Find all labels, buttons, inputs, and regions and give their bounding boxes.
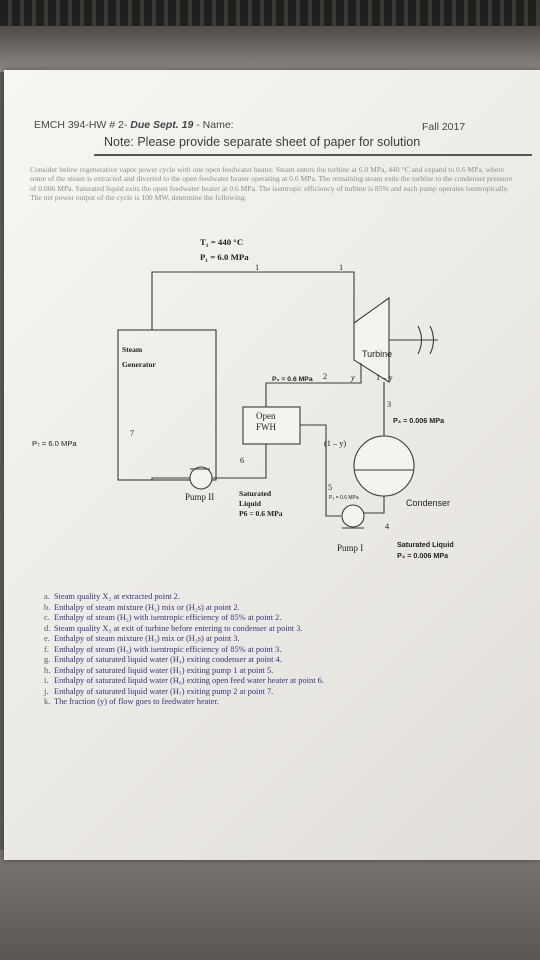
sat-liquid-4-label: Saturated Liquid	[397, 540, 454, 549]
condenser-circle	[353, 435, 415, 497]
state-7: 7	[130, 429, 135, 438]
state-1a: 1	[255, 263, 260, 272]
state-2: 2	[323, 372, 328, 381]
cycle-diagram	[117, 271, 438, 529]
question-c: c.Enthalpy of steam (H₂) with isentropic…	[44, 613, 282, 622]
name-label: - Name:	[196, 119, 234, 131]
state-5: 5	[328, 483, 333, 492]
assignment-title: EMCH 394-HW # 2- Due Sept. 19 - Name:	[34, 119, 234, 131]
state-1b: 1	[339, 263, 344, 272]
question-f: f.Enthalpy of steam (H₃) with isentropic…	[44, 644, 282, 654]
line-4	[364, 496, 385, 514]
p7-label: P₇ = 6.0 MPa	[32, 439, 77, 448]
pump-i-label: Pump I	[337, 543, 364, 553]
question-e: e.Enthalpy of steam mixture (H₃) mix or …	[44, 634, 240, 643]
condenser-label: Condenser	[406, 498, 451, 508]
saturated-label: Saturated	[239, 489, 272, 498]
question-h: h.Enthalpy of saturated liquid water (H₅…	[44, 665, 274, 675]
pump-ii-circle	[189, 466, 213, 490]
p3-label: P₃ = 0.006 MPa	[393, 416, 445, 425]
open-label: Open	[256, 411, 276, 421]
question-g: g.Enthalpy of saturated liquid water (H₄…	[44, 655, 282, 664]
t1-label: T₁ = 440 °C	[200, 237, 244, 247]
course-code: EMCH 394-HW # 2-	[34, 119, 128, 131]
question-k: k.The fraction (y) of flow goes to feedw…	[44, 697, 219, 706]
one-minus-y-line: (1 – y)	[324, 439, 347, 448]
steam-label: Steam	[122, 345, 143, 354]
p1-label: P₁ = 6.0 MPa	[200, 252, 249, 262]
turbine-shape	[353, 296, 390, 383]
y-fraction: y	[351, 373, 355, 382]
pump-i-circle	[341, 504, 365, 528]
p6-label: P6 = 0.6 MPa	[239, 509, 283, 518]
state-6: 6	[240, 456, 245, 465]
generator-label: Generator	[122, 360, 156, 369]
question-j: j.Enthalpy of saturated liquid water (H₇…	[44, 686, 274, 696]
question-b: b.Enthalpy of steam mixture (H₂) mix or …	[44, 602, 240, 612]
turbine-label: Turbine	[362, 349, 393, 359]
question-a: a.Steam quality X₂ at extracted point 2.	[44, 592, 180, 601]
term-label: Fall 2017	[422, 121, 466, 133]
state-3: 3	[387, 400, 392, 409]
homework-sheet: EMCH 394-HW # 2- Due Sept. 19 - Name: Fa…	[4, 70, 540, 860]
due-date: Due Sept. 19	[130, 119, 194, 131]
header-rule	[94, 154, 532, 156]
question-d: d.Steam quality X₃ at exit of turbine be…	[44, 623, 303, 633]
state-4: 4	[385, 522, 390, 531]
line-7	[151, 477, 190, 480]
line-6	[209, 444, 267, 479]
generator-arc-right	[429, 325, 435, 355]
p4-label: P₄ = 0.006 MPa	[397, 551, 449, 560]
pump-ii-label: Pump II	[185, 492, 215, 502]
generator-arc-left	[417, 325, 423, 355]
question-i: i.Enthalpy of saturated liquid water (H₆…	[44, 676, 324, 685]
line-2	[265, 363, 362, 407]
liquid-label: Liquid	[239, 499, 261, 508]
fwh-label: FWH	[256, 422, 276, 432]
question-list: a.Steam quality X₂ at extracted point 2.…	[44, 592, 324, 708]
one-minus-y-turbine: 1 – y	[376, 373, 393, 382]
note-line: Note: Please provide separate sheet of p…	[104, 135, 421, 149]
problem-statement: Consider below regenerative vapor power …	[30, 165, 513, 203]
ceiling-vent	[0, 0, 540, 26]
line-5	[300, 424, 341, 517]
desk-background-bottom	[0, 850, 540, 960]
p5-label: P₅ = 0.6 MPa	[329, 495, 359, 501]
p2-label: P₂ = 0.6 MPa	[272, 376, 313, 383]
line-1	[151, 271, 355, 330]
steam-generator-box	[117, 329, 217, 481]
